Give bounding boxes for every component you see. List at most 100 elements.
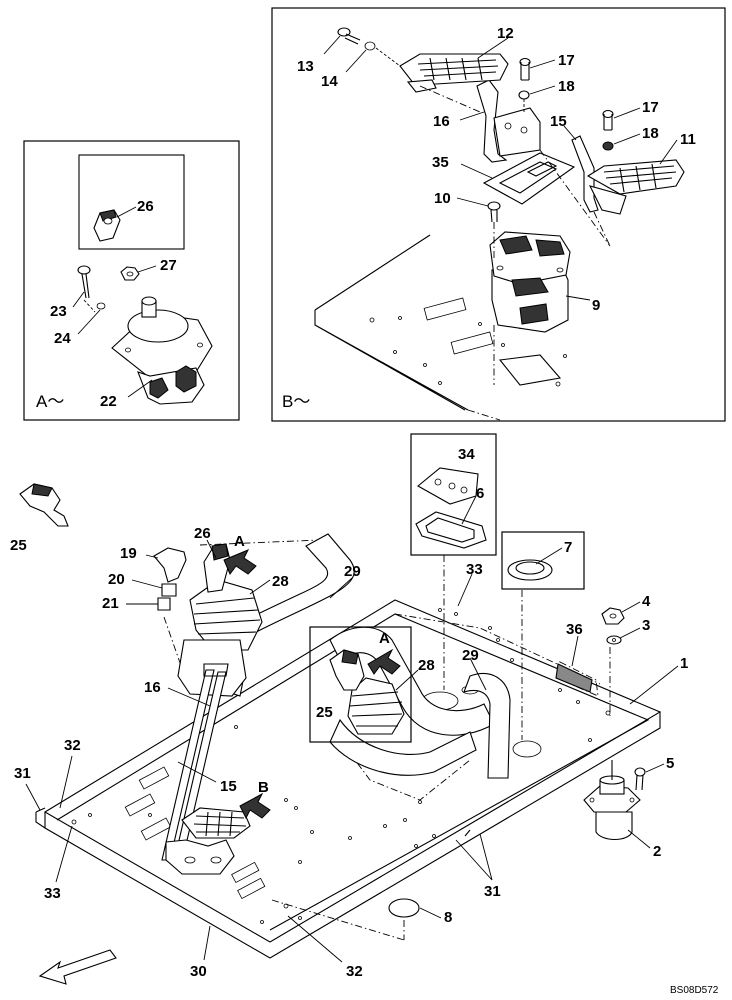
bolt-17-part xyxy=(519,57,531,81)
leader-6 xyxy=(461,495,477,525)
arrow-a-upper xyxy=(223,549,257,575)
handle-25-part xyxy=(19,483,69,527)
leader-23 xyxy=(72,291,85,308)
callout-33a: 33 xyxy=(466,561,483,578)
washer-18-part xyxy=(518,90,530,100)
sleeve-21-part xyxy=(157,597,171,611)
callout-25a: 25 xyxy=(10,537,27,554)
callout-31a: 31 xyxy=(14,765,31,782)
leader-16b xyxy=(167,687,211,707)
leader-32a xyxy=(59,755,73,809)
gasket-6-part xyxy=(415,511,487,549)
bracket-16-part xyxy=(476,79,541,163)
leader-8 xyxy=(419,907,442,919)
left-joystick-part xyxy=(177,543,263,697)
leader-29b xyxy=(469,657,487,691)
arrow-a-lower-label: A xyxy=(379,630,390,647)
callout-29b: 29 xyxy=(462,647,479,664)
callout-32a: 32 xyxy=(64,737,81,754)
callout-15b: 15 xyxy=(220,778,237,795)
view-a-label: A～ xyxy=(36,392,64,411)
callout-8: 8 xyxy=(444,909,452,926)
leader-4 xyxy=(621,601,641,613)
leader-12 xyxy=(477,37,509,59)
callout-18a: 18 xyxy=(558,78,575,95)
damper-2-part xyxy=(583,760,641,841)
leader-30 xyxy=(203,925,211,961)
right-joystick-part xyxy=(329,649,405,735)
view-b-label: B～ xyxy=(282,392,310,411)
callout-5: 5 xyxy=(666,755,674,772)
nut-4-part xyxy=(601,607,625,625)
leader-36 xyxy=(571,635,579,667)
bracket-15-part xyxy=(571,135,599,213)
leader-11 xyxy=(659,139,678,165)
inset-b: 12 13 14 17 18 16 15 17 18 11 35 10 9 B～ xyxy=(271,7,726,422)
direction-arrow xyxy=(38,949,117,985)
leader-14 xyxy=(345,49,367,73)
callout-30: 30 xyxy=(190,963,207,980)
leader-9 xyxy=(565,295,591,301)
callout-27: 27 xyxy=(160,257,177,274)
callout-16b: 16 xyxy=(144,679,161,696)
leader-19 xyxy=(145,554,159,559)
callout-33b: 33 xyxy=(44,885,61,902)
plug-8-part xyxy=(388,898,420,918)
callout-24: 24 xyxy=(54,330,71,347)
leader-29a xyxy=(329,577,353,599)
grommet-detail-frame xyxy=(501,531,585,590)
pedal-12-part xyxy=(399,53,509,93)
leader-3 xyxy=(619,627,641,639)
inset-b-frame xyxy=(271,7,726,422)
grommet-7-part xyxy=(507,559,553,581)
grip-19-part xyxy=(153,547,187,583)
leader-27 xyxy=(137,265,157,273)
cap-20-part xyxy=(161,583,177,597)
callout-34: 34 xyxy=(458,446,475,463)
callout-25b: 25 xyxy=(316,704,333,721)
leader-33a xyxy=(457,573,473,607)
callout-18b: 18 xyxy=(642,125,659,142)
washer-18b-part xyxy=(602,141,614,151)
arrow-b-label: B xyxy=(258,779,269,796)
joystick-grip-part xyxy=(93,209,121,242)
leader-17b xyxy=(613,107,641,119)
callout-36: 36 xyxy=(566,621,583,638)
callout-9: 9 xyxy=(592,297,600,314)
leader-18a xyxy=(529,85,556,95)
bolt-13-part xyxy=(337,27,361,45)
screw-part xyxy=(77,265,96,313)
leader-28b xyxy=(395,669,419,691)
seal-34-part xyxy=(417,467,479,505)
callout-26b: 26 xyxy=(194,525,211,542)
plate-holes xyxy=(71,608,611,924)
callout-11: 11 xyxy=(680,131,696,148)
inset-floor-plate xyxy=(314,234,469,411)
seal-detail-frame xyxy=(410,433,497,556)
callout-2: 2 xyxy=(653,843,661,860)
callout-32b: 32 xyxy=(346,963,363,980)
leader-15b xyxy=(177,761,217,783)
callout-17a: 17 xyxy=(558,52,575,69)
callout-20: 20 xyxy=(108,571,125,588)
leader-18b xyxy=(613,133,641,145)
callout-19: 19 xyxy=(120,545,137,562)
pedal-valve-part xyxy=(489,231,571,333)
callout-6: 6 xyxy=(476,485,484,502)
inset-a-detail-frame xyxy=(78,154,185,250)
arrow-a-lower xyxy=(367,648,401,675)
leader-15a xyxy=(563,125,577,141)
bolt-17b-part xyxy=(602,109,614,131)
nut-part xyxy=(120,266,140,281)
washer-part xyxy=(96,302,106,310)
callout-12: 12 xyxy=(497,25,514,42)
callout-13: 13 xyxy=(297,58,314,75)
inset-a-frame xyxy=(23,140,240,421)
callout-29a: 29 xyxy=(344,563,361,580)
callout-4: 4 xyxy=(642,593,651,610)
callout-10: 10 xyxy=(434,190,451,207)
callout-3: 3 xyxy=(642,617,650,634)
leader-35 xyxy=(460,163,493,179)
washer-14-part xyxy=(364,41,376,51)
